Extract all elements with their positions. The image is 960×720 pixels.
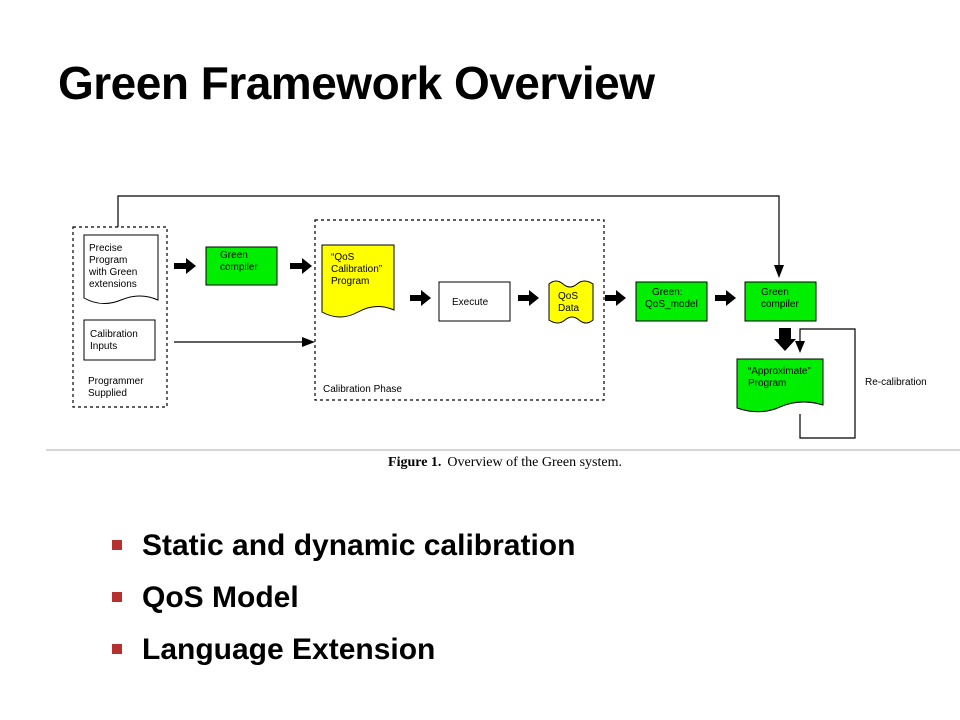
calibration-inputs-box <box>83 319 156 361</box>
arrow-to-execute <box>410 290 431 306</box>
figure-caption-label: Figure 1. <box>388 455 442 470</box>
figure-caption: Figure 1. Overview of the Green system. <box>0 455 960 471</box>
arrow-to-qos-data <box>518 290 539 306</box>
feedback-arrowhead <box>774 265 784 278</box>
figure-caption-text: Overview of the Green system. <box>447 455 622 470</box>
green-compiler-box-1 <box>205 246 278 286</box>
precise-program-feedback-line <box>117 195 780 266</box>
arrow-to-compiler <box>174 258 196 274</box>
qos-calibration-program-document <box>321 244 395 318</box>
approximate-program-text: “Approximate”Program <box>748 366 811 389</box>
bullet-square-icon <box>112 592 122 602</box>
execute-box <box>438 281 511 322</box>
bullet-text: QoS Model <box>142 581 299 614</box>
bullet-text: Static and dynamic calibration <box>142 529 576 562</box>
green-qos-model-text: Green:QoS_model <box>645 287 698 310</box>
calibration-phase-label: Calibration Phase <box>323 384 402 395</box>
slide-title: Green Framework Overview <box>58 57 655 109</box>
bullet-item: QoS Model <box>112 578 575 630</box>
recalibration-label: Re-calibration <box>865 377 927 388</box>
arrow-to-qos-model <box>605 290 626 306</box>
approximate-program-document <box>736 358 824 413</box>
arrow-down-to-approximate <box>774 328 796 351</box>
arrow-to-calibration-program <box>290 258 312 274</box>
precise-program-document <box>83 234 159 304</box>
execute-text: Execute <box>452 297 489 308</box>
programmer-supplied-box <box>72 226 168 408</box>
qos-data-document <box>548 280 594 324</box>
green-compiler-box-2 <box>744 281 817 322</box>
bullet-text: Language Extension <box>142 633 436 666</box>
bullet-square-icon <box>112 540 122 550</box>
bullet-square-icon <box>112 644 122 654</box>
recalibration-loop-line <box>799 328 856 439</box>
calibration-inputs-arrowhead <box>302 337 315 347</box>
bullet-item: Static and dynamic calibration <box>112 526 575 578</box>
calibration-phase-box <box>314 219 605 401</box>
arrow-to-compiler-2 <box>715 290 736 306</box>
bullet-item: Language Extension <box>112 630 575 682</box>
recalibration-arrowhead <box>795 341 805 353</box>
green-qos-model-box <box>635 281 708 322</box>
bullet-list: Static and dynamic calibration QoS Model… <box>112 526 575 682</box>
